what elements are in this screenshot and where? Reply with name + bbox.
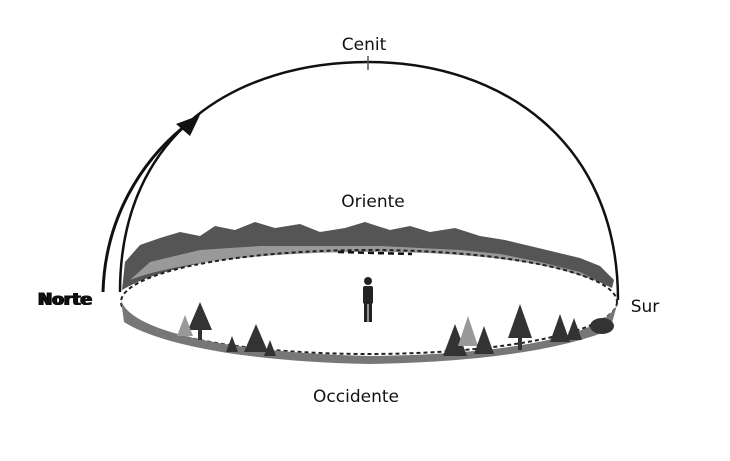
rotation-arrow [101,120,191,293]
zenith-label: Cenit [341,35,387,55]
east-label: Oriente [341,192,405,212]
arrow-head-icon [176,115,200,136]
mountains [122,222,614,290]
trees [177,302,614,356]
west-label: Occidente [313,387,399,407]
person-figure [363,277,373,322]
north-label: Norte [38,290,92,310]
horizon-ellipse [120,249,618,355]
ground-front [121,300,617,364]
south-label: Sur [630,297,660,317]
horizon-dash [337,250,413,256]
